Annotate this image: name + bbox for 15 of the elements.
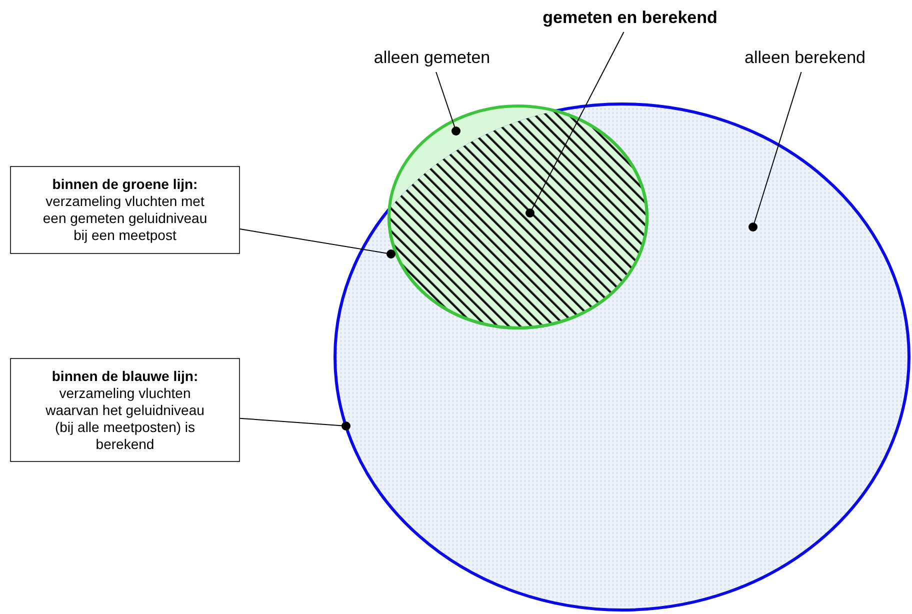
ellipse-region bbox=[333, 102, 911, 612]
region-label: alleen berekend bbox=[725, 48, 885, 72]
note-heading: binnen de blauwe lijn: bbox=[50, 368, 200, 384]
leader-line bbox=[240, 418, 350, 430]
note-text: verzameling vluchten met een gemeten geluidniveau bij een meetpost bbox=[42, 193, 208, 244]
note-text: verzameling vluchten waarvan het geluidniveau (bij alle meetposten) is berekend bbox=[44, 384, 206, 452]
region-label: alleen gemeten bbox=[357, 48, 507, 72]
region-label: gemeten en berekend bbox=[530, 8, 730, 32]
leader-line bbox=[526, 32, 624, 218]
note-box bbox=[10, 358, 240, 462]
leader-line bbox=[436, 72, 460, 136]
leader-line bbox=[240, 228, 396, 258]
note-box bbox=[10, 166, 240, 254]
note-heading: binnen de groene lijn: bbox=[51, 176, 199, 193]
leader-line bbox=[748, 72, 802, 232]
